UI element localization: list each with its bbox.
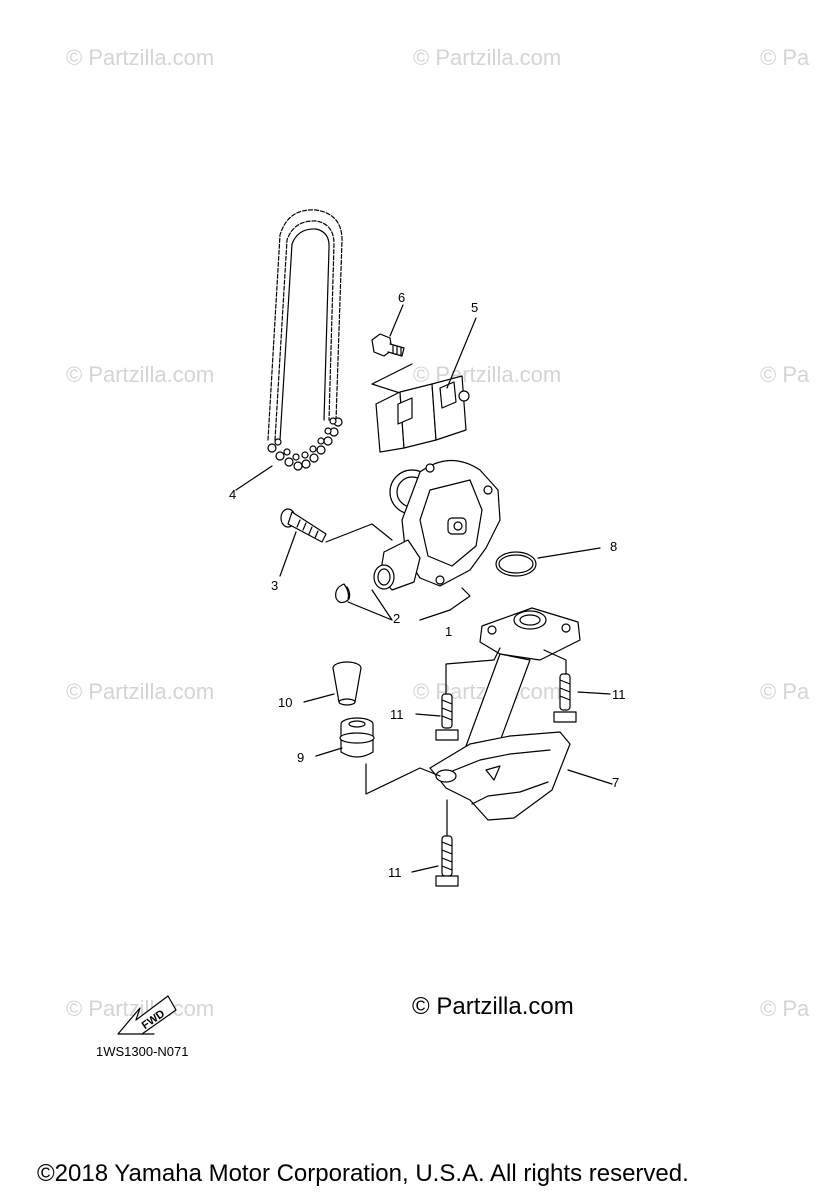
callout-4: 4 (229, 487, 237, 502)
callout-11: 11 (612, 687, 626, 702)
callout-8: 8 (610, 539, 618, 554)
callout-5: 5 (471, 300, 479, 315)
callout-9: 9 (297, 750, 305, 765)
callout-11: 11 (388, 865, 402, 880)
diagram-code: 1WS1300-N071 (96, 1044, 189, 1059)
circlip (335, 583, 351, 604)
center-watermark: © Partzilla.com (412, 993, 574, 1020)
strainer-bolt (435, 835, 459, 887)
grommet (339, 717, 375, 758)
callout-2: 2 (393, 611, 401, 626)
callout-3: 3 (271, 578, 279, 593)
watermark: © Partzilla.com (413, 45, 562, 70)
watermark-partial: © Pa (760, 679, 810, 704)
oil-pump (373, 459, 501, 591)
watermark-partial: © Pa (760, 996, 810, 1021)
callout-1: 1 (445, 624, 453, 639)
watermark: © Partzilla.com (66, 362, 215, 387)
copyright-notice: ©2018 Yamaha Motor Corporation, U.S.A. A… (37, 1160, 689, 1187)
pump-bolt (280, 508, 327, 543)
fwd-arrow-icon: FWD (117, 995, 177, 1035)
oil-strainer (429, 607, 581, 821)
watermark: © Partzilla.com (66, 679, 215, 704)
chain-guide (375, 375, 470, 453)
callout-11: 11 (390, 707, 404, 722)
leader-line (235, 465, 273, 491)
callout-10: 10 (278, 695, 293, 710)
watermark-partial: © Pa (760, 362, 810, 387)
watermark: © Partzilla.com (66, 45, 215, 70)
collar (332, 661, 362, 706)
strainer-bolt (553, 673, 577, 723)
drive-chain (267, 209, 343, 471)
strainer-bolt (435, 693, 459, 741)
o-ring (495, 551, 537, 577)
guide-bolt (371, 333, 405, 357)
callout-6: 6 (398, 290, 406, 305)
watermark-partial: © Pa (760, 45, 810, 70)
callout-7: 7 (612, 775, 620, 790)
